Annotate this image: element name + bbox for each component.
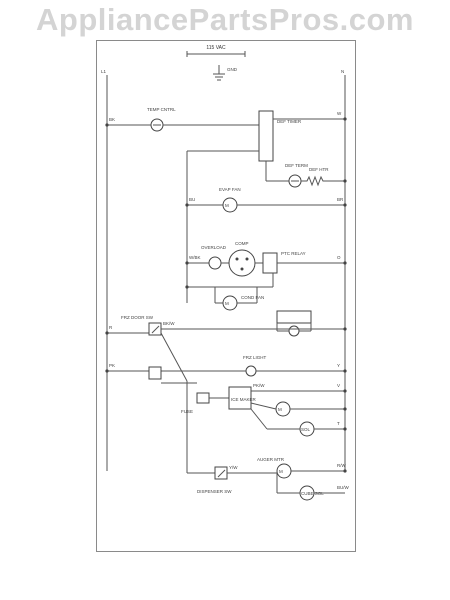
cond-fan-label: COND FAN <box>241 295 264 300</box>
watermark-text: AppliancePartsPros.com <box>36 2 414 37</box>
ice-maker-label: ICE MAKER <box>231 397 257 402</box>
evap-fan-label: EVAP FAN <box>219 187 241 192</box>
cond-fan-motor-text: M <box>225 301 229 306</box>
fuse-label: FUSE <box>181 409 193 414</box>
defrost-term-label: DEF TERM <box>285 163 308 168</box>
wire-label: W <box>337 111 342 116</box>
wiring-diagram-sheet: 115 VAC GND L1 N TEMP CNTRL DEF TIMER D <box>96 40 356 552</box>
wire-label: W/BK <box>189 255 201 260</box>
jumper-lamp <box>288 325 300 337</box>
compressor-label: COMP <box>235 241 249 246</box>
icemaker-switch <box>148 366 162 380</box>
supply-label: 115 VAC <box>206 45 226 51</box>
cube-solenoid-label: CUBE SOL <box>301 491 324 496</box>
freezer-light-bulb <box>245 365 257 377</box>
terminal-block <box>276 310 312 324</box>
temp-control-label: TEMP CNTRL <box>147 107 176 112</box>
auger-motor-label: AUGER MTR <box>257 457 285 462</box>
ptc-relay-box <box>262 252 278 274</box>
defrost-heater-symbol <box>301 175 345 187</box>
wire-label: PK <box>109 363 115 368</box>
wiring-schematic: 115 VAC GND L1 N TEMP CNTRL DEF TIMER D <box>101 45 350 501</box>
wire-label: BU/W <box>337 485 350 490</box>
ground-label: GND <box>227 67 238 72</box>
l1-label: L1 <box>101 69 107 74</box>
wire-label: BR <box>337 197 344 202</box>
defrost-heater-label: DEF HTR <box>309 167 329 172</box>
ptc-relay-label: PTC RELAY <box>281 251 306 256</box>
overload-symbol <box>208 256 222 270</box>
ground-symbol <box>213 65 225 81</box>
evap-fan-motor-text: M <box>225 203 229 208</box>
door-switch-label: FRZ DOOR SW <box>121 315 154 320</box>
overload-label: OVERLOAD <box>201 245 227 250</box>
bus-junctions <box>105 117 347 473</box>
ice-maker-motor-text: M <box>278 407 282 412</box>
wire-label: Y <box>337 363 340 368</box>
ice-maker-module <box>228 386 252 410</box>
wire-label: T <box>337 421 340 426</box>
freezer-door-switch <box>148 322 162 336</box>
water-valve-label: SOL <box>301 427 311 432</box>
wire-label: V <box>337 383 340 388</box>
wire-labels: BK W R BR O BU Y PK V T BK/W W/BK R/W BU… <box>109 111 350 490</box>
freezer-light-label: FRZ LIGHT <box>243 355 267 360</box>
neutral-label: N <box>341 69 344 74</box>
wire-label: R/W <box>337 463 347 468</box>
dispenser-switch-label: DISPENSER SW <box>197 489 232 494</box>
wire-label: BK/W <box>163 321 175 326</box>
wire-label: R <box>109 325 113 330</box>
auger-motor-text: M <box>279 469 283 474</box>
wire-label: PK/W <box>253 383 265 388</box>
wire-label: O <box>337 255 341 260</box>
defrost-timer-label: DEF TIMER <box>277 119 302 124</box>
wire-label: BK <box>109 117 115 122</box>
wire-label: Y/W <box>229 465 238 470</box>
wire-label: BU <box>189 197 195 202</box>
compressor-symbol <box>228 249 256 277</box>
icemaker-fuse <box>196 392 210 404</box>
dispenser-switch <box>214 466 228 480</box>
defrost-timer-box <box>258 110 274 162</box>
